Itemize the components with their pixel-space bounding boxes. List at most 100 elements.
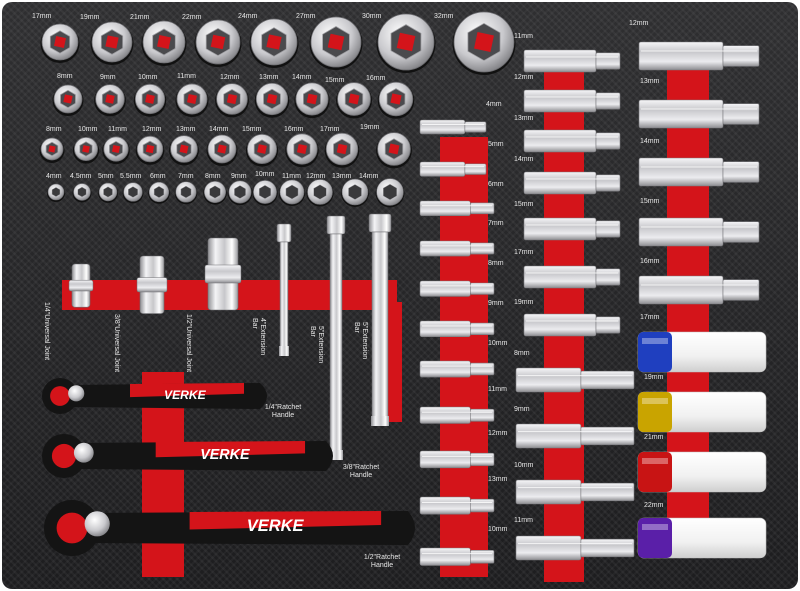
socket-label: 13mm bbox=[514, 115, 534, 122]
socket-label: 10mm bbox=[514, 462, 534, 469]
socket bbox=[376, 13, 436, 73]
socket-row-mini bbox=[47, 178, 405, 208]
socket-label: 9mm bbox=[231, 173, 247, 180]
socket-label: 14mm bbox=[359, 173, 379, 180]
socket-label: 17mm bbox=[640, 314, 660, 321]
ratchet-label: 3/8"Ratchet Handle bbox=[342, 464, 380, 479]
socket-label: 16mm bbox=[366, 75, 386, 82]
socket bbox=[194, 19, 242, 67]
universal-joint bbox=[136, 255, 168, 314]
socket-label: 6mm bbox=[488, 181, 504, 188]
socket-label: 17mm bbox=[514, 249, 534, 256]
socket bbox=[102, 136, 130, 165]
impact-socket bbox=[637, 391, 767, 433]
socket bbox=[376, 132, 412, 169]
deep-socket bbox=[523, 49, 621, 73]
socket bbox=[47, 183, 65, 202]
socket-label: 8mm bbox=[205, 173, 221, 180]
accessory-label: 1/2"Universal Joint bbox=[185, 314, 192, 373]
deep-socket bbox=[419, 200, 495, 216]
socket-label: 12mm bbox=[306, 173, 326, 180]
deep-socket bbox=[523, 89, 621, 113]
socket-label: 10mm bbox=[138, 74, 158, 81]
socket bbox=[98, 182, 118, 203]
deep-socket bbox=[419, 119, 487, 135]
socket-label: 11mm bbox=[177, 73, 196, 80]
socket-label: 11mm bbox=[282, 173, 301, 180]
socket-label: 19mm bbox=[360, 124, 380, 131]
deep-socket bbox=[419, 240, 495, 257]
socket bbox=[252, 180, 278, 206]
socket-label: 17mm bbox=[320, 126, 340, 133]
socket-label: 7mm bbox=[488, 220, 504, 227]
socket-label: 12mm bbox=[514, 74, 534, 81]
universal-joint bbox=[68, 263, 94, 308]
ratchet-label: 1/4"Ratchet Handle bbox=[264, 404, 302, 419]
socket-label: 19mm bbox=[514, 299, 534, 306]
socket-label: 14mm bbox=[292, 74, 312, 81]
socket-label: 10mm bbox=[488, 526, 508, 533]
deep-socket bbox=[419, 320, 495, 338]
socket-label: 27mm bbox=[296, 13, 316, 20]
ratchet-handle: VERKE bbox=[42, 434, 333, 478]
socket-label: 8mm bbox=[46, 126, 62, 133]
socket-label: 13mm bbox=[176, 126, 196, 133]
socket-label: 22mm bbox=[182, 14, 202, 21]
socket-row-large bbox=[40, 11, 516, 75]
socket-label: 10mm bbox=[78, 126, 98, 133]
socket bbox=[375, 178, 405, 208]
socket-label: 15mm bbox=[242, 126, 262, 133]
socket-label: 12mm bbox=[142, 126, 162, 133]
socket bbox=[175, 83, 209, 118]
accessory-label: 5"Extension Bar bbox=[353, 322, 368, 360]
impact-socket bbox=[637, 331, 767, 373]
accessory-label: 1/4"Universal Joint bbox=[43, 302, 50, 361]
socket-label: 11mm bbox=[488, 386, 507, 393]
socket-label: 6mm bbox=[150, 173, 166, 180]
socket bbox=[285, 133, 319, 168]
deep-socket bbox=[419, 280, 495, 297]
socket-label: 13mm bbox=[640, 78, 660, 85]
socket-label: 10mm bbox=[488, 340, 508, 347]
socket bbox=[306, 179, 334, 207]
socket bbox=[169, 135, 199, 166]
deep-socket bbox=[638, 217, 760, 247]
socket bbox=[133, 83, 167, 117]
socket-label: 15mm bbox=[640, 198, 660, 205]
accessory-label: 4"Extension Bar bbox=[251, 318, 266, 356]
socket bbox=[336, 82, 372, 119]
extension-bars bbox=[276, 213, 392, 460]
accessory-label: 3/8"Universal Joint bbox=[113, 314, 120, 373]
socket-label: 14mm bbox=[640, 138, 660, 145]
deep-socket bbox=[523, 313, 621, 337]
ratchet-handle: VERKE bbox=[44, 500, 416, 556]
socket-label: 10mm bbox=[255, 171, 275, 178]
deep-socket bbox=[515, 479, 635, 505]
deep-socket bbox=[419, 547, 495, 566]
socket bbox=[245, 133, 279, 167]
deep-socket bbox=[638, 41, 760, 71]
socket-label: 22mm bbox=[644, 502, 664, 509]
socket bbox=[141, 20, 187, 66]
socket-label: 16mm bbox=[284, 126, 304, 133]
socket-label: 21mm bbox=[644, 434, 664, 441]
socket-label: 24mm bbox=[238, 13, 258, 20]
deep-socket-column-long bbox=[638, 41, 760, 305]
socket-label: 11mm bbox=[514, 33, 533, 40]
deep-socket bbox=[515, 535, 635, 561]
socket bbox=[40, 23, 80, 63]
socket-label: 30mm bbox=[362, 13, 382, 20]
extension-bar bbox=[326, 215, 346, 460]
socket bbox=[122, 182, 144, 204]
socket-label: 15mm bbox=[325, 77, 345, 84]
universal-joint bbox=[204, 237, 242, 311]
socket bbox=[324, 132, 360, 168]
brand-logo: VERKE bbox=[247, 517, 305, 535]
socket-label: 12mm bbox=[220, 74, 240, 81]
socket bbox=[309, 16, 363, 70]
socket bbox=[452, 11, 516, 75]
extension-bar bbox=[276, 223, 292, 356]
socket bbox=[90, 21, 134, 65]
